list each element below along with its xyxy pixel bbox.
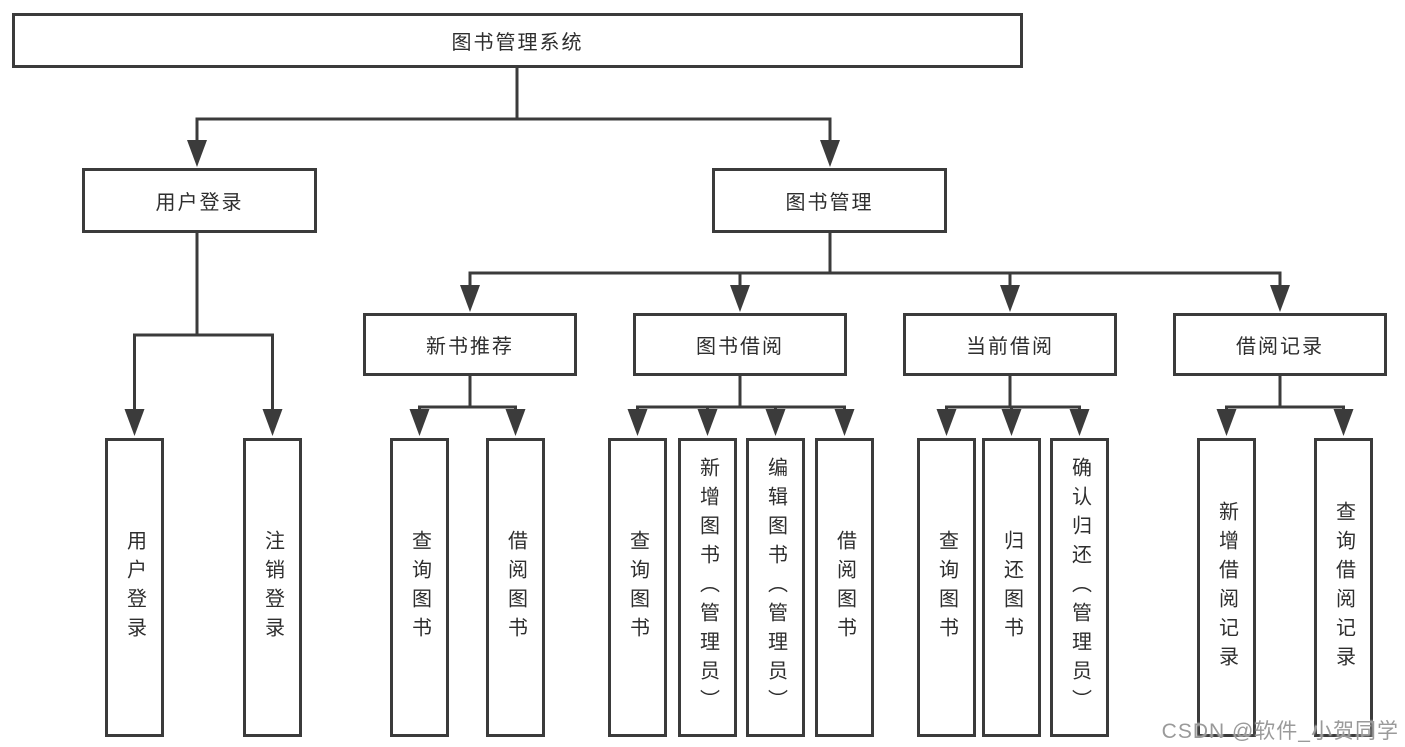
node-label: 新增借阅记录 xyxy=(1215,500,1238,675)
leaf-edit-books-admin: 编辑图书（管理员） xyxy=(746,438,805,737)
arrowheads xyxy=(124,140,1354,436)
arrowhead-icon xyxy=(187,140,207,167)
node-book-management: 图书管理 xyxy=(712,168,947,233)
arrowhead-icon xyxy=(460,285,480,312)
arrowhead-icon xyxy=(1216,409,1237,436)
arrowhead-icon xyxy=(1270,285,1290,312)
leaf-borrow-books-recommend: 借阅图书 xyxy=(486,438,545,737)
leaf-user-login: 用户登录 xyxy=(105,438,164,737)
node-label: 借阅图书 xyxy=(833,529,856,646)
node-new-book-recommend: 新书推荐 xyxy=(363,313,577,376)
leaf-query-borrow-record: 查询借阅记录 xyxy=(1314,438,1373,737)
leaf-query-books-current: 查询图书 xyxy=(917,438,976,737)
leaf-query-books-recommend: 查询图书 xyxy=(390,438,449,737)
arrowhead-icon xyxy=(697,409,718,436)
leaf-add-borrow-record: 新增借阅记录 xyxy=(1197,438,1256,737)
arrowhead-icon xyxy=(262,409,283,436)
node-label: 图书管理 xyxy=(785,192,874,214)
node-label: 查询图书 xyxy=(626,529,649,646)
arrowhead-icon xyxy=(834,409,855,436)
arrowhead-icon xyxy=(765,409,786,436)
arrowhead-icon xyxy=(730,285,750,312)
leaf-query-books-borrowing: 查询图书 xyxy=(608,438,667,737)
arrowhead-icon xyxy=(820,140,840,167)
arrowhead-icon xyxy=(1001,409,1022,436)
node-label: 新增图书（管理员） xyxy=(696,457,719,718)
arrowhead-icon xyxy=(1000,285,1020,312)
node-label: 图书管理系统 xyxy=(451,32,584,54)
arrowhead-icon xyxy=(505,409,526,436)
arrowhead-icon xyxy=(627,409,648,436)
connector-recommend-to-leaves xyxy=(418,376,517,411)
connector-root-to-level2 xyxy=(195,68,832,142)
arrowhead-icon xyxy=(1069,409,1090,436)
arrowhead-icon xyxy=(936,409,957,436)
node-label: 确认归还（管理员） xyxy=(1068,457,1091,718)
node-label: 查询借阅记录 xyxy=(1332,500,1355,675)
connector-user-login-to-leaves xyxy=(133,233,274,411)
leaf-add-books-admin: 新增图书（管理员） xyxy=(678,438,737,737)
node-root-library-system: 图书管理系统 xyxy=(12,13,1023,68)
node-book-borrowing: 图书借阅 xyxy=(633,313,847,376)
node-label: 当前借阅 xyxy=(966,336,1054,358)
node-borrowing-records: 借阅记录 xyxy=(1173,313,1387,376)
arrowhead-icon xyxy=(1333,409,1354,436)
arrowhead-icon xyxy=(124,409,145,436)
node-label: 图书借阅 xyxy=(696,336,784,358)
node-label: 编辑图书（管理员） xyxy=(764,457,787,718)
node-label: 用户登录 xyxy=(123,529,146,646)
node-label: 新书推荐 xyxy=(426,336,514,358)
leaf-logout-login: 注销登录 xyxy=(243,438,302,737)
node-label: 借阅记录 xyxy=(1236,336,1324,358)
node-user-login: 用户登录 xyxy=(82,168,317,233)
connector-borrowing-to-leaves xyxy=(636,376,846,411)
node-label: 注销登录 xyxy=(261,529,284,646)
leaf-confirm-return-admin: 确认归还（管理员） xyxy=(1050,438,1109,737)
node-label: 借阅图书 xyxy=(504,529,527,646)
connector-book-management-to-level3 xyxy=(468,233,1282,287)
node-label: 查询图书 xyxy=(408,529,431,646)
leaf-borrow-books: 借阅图书 xyxy=(815,438,874,737)
node-label: 查询图书 xyxy=(935,529,958,646)
node-label: 归还图书 xyxy=(1000,529,1023,646)
node-current-borrowing: 当前借阅 xyxy=(903,313,1117,376)
connector-current-to-leaves xyxy=(945,376,1081,411)
connector-records-to-leaves xyxy=(1225,376,1345,411)
arrowhead-icon xyxy=(409,409,430,436)
node-label: 用户登录 xyxy=(155,192,244,214)
leaf-return-books: 归还图书 xyxy=(982,438,1041,737)
